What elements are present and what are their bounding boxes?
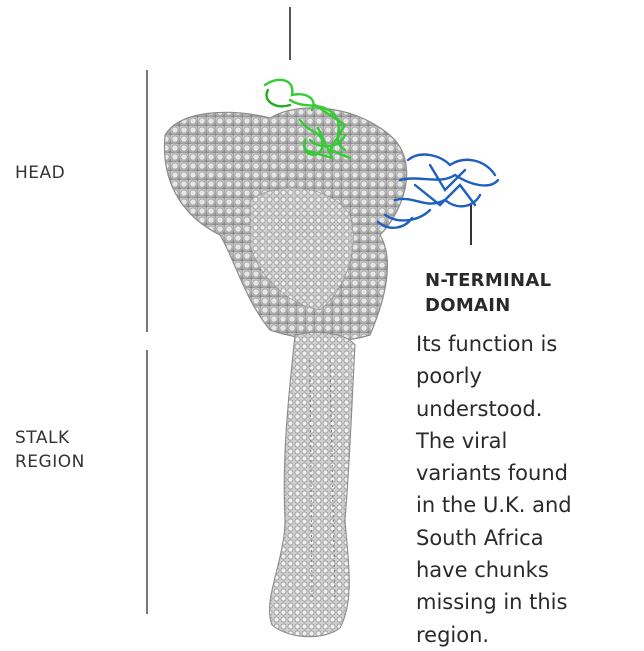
stalk-label-line1: STALK <box>15 428 70 449</box>
top-pointer-line <box>289 7 291 60</box>
title-line-2: DOMAIN <box>425 293 551 318</box>
stalk-label-line2: REGION <box>15 452 85 473</box>
head-label: HEAD <box>15 163 65 184</box>
n-terminal-domain-description: Its function is poorly understood. The v… <box>416 328 572 651</box>
description-line: The viral <box>416 425 572 457</box>
title-line-1: N-TERMINAL <box>425 268 551 293</box>
description-line: understood. <box>416 393 572 425</box>
head-bracket-line <box>146 70 148 332</box>
protein-head <box>164 108 406 341</box>
description-line: in the U.K. and <box>416 489 572 521</box>
stalk-bracket-line <box>146 350 148 614</box>
description-line: poorly <box>416 360 572 392</box>
n-terminal-domain-title: N-TERMINAL DOMAIN <box>425 268 551 318</box>
description-line: Its function is <box>416 328 572 360</box>
description-line: have chunks <box>416 554 572 586</box>
description-line: region. <box>416 619 572 651</box>
description-line: South Africa <box>416 522 572 554</box>
n-terminal-pointer-line <box>470 205 472 245</box>
protein-stalk <box>269 332 355 636</box>
description-line: missing in this <box>416 586 572 618</box>
description-line: variants found <box>416 457 572 489</box>
